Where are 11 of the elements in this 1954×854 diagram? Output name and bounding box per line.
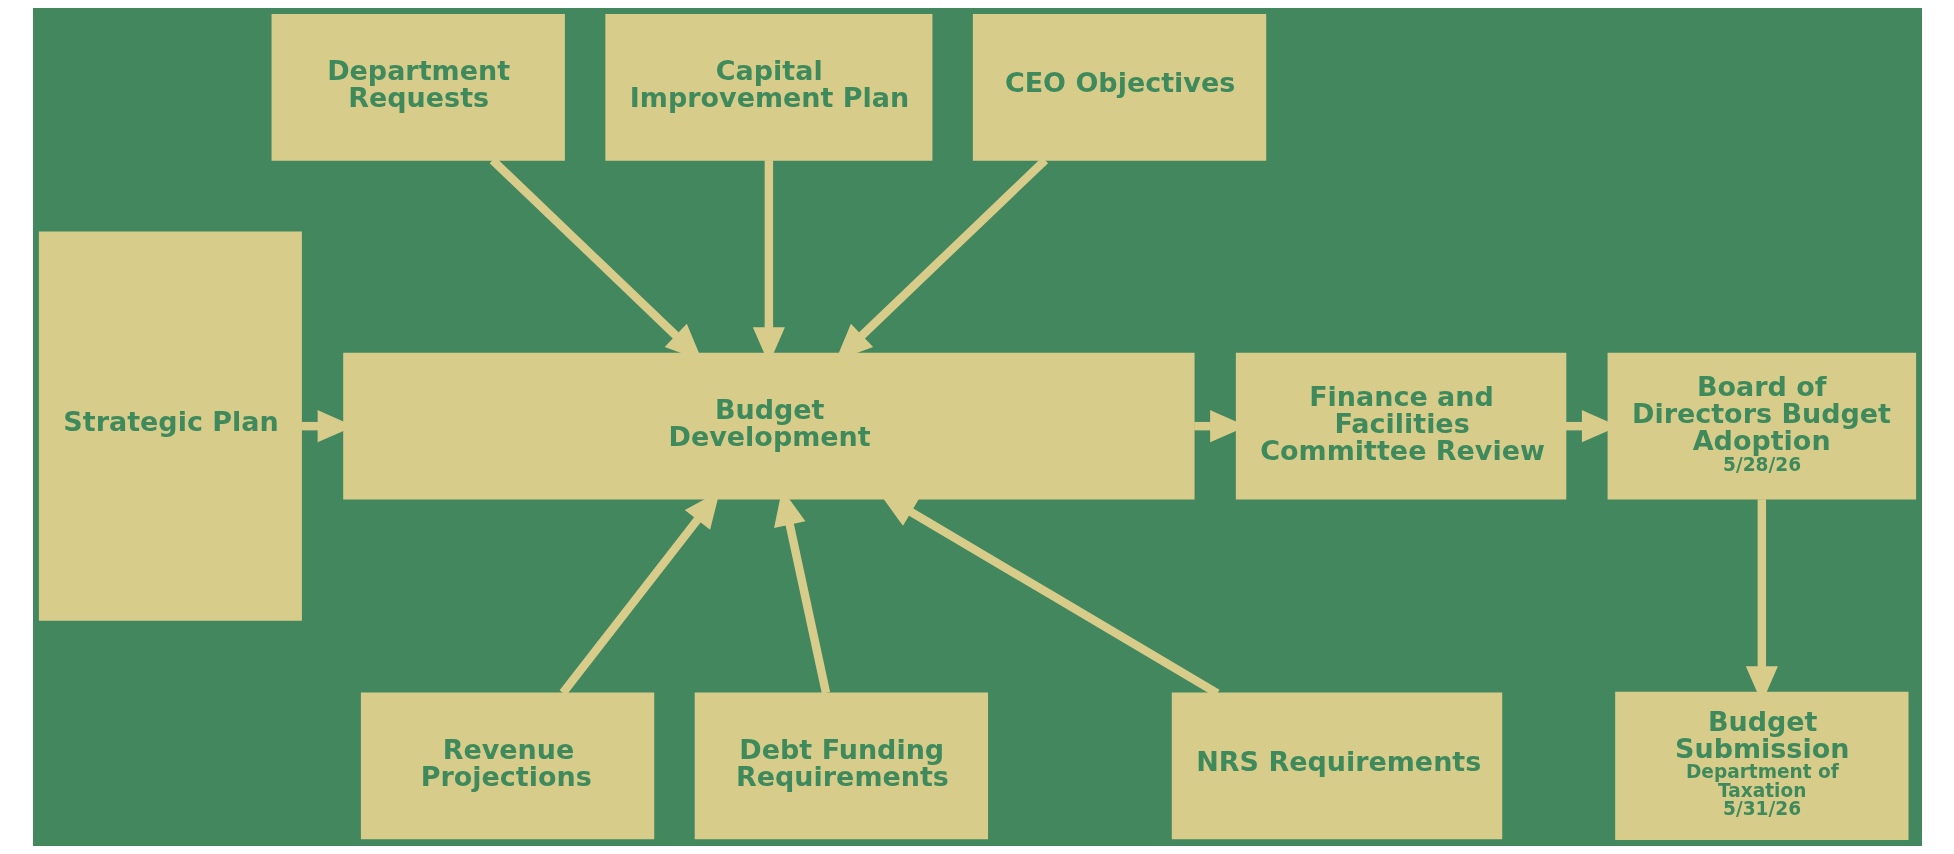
node-box: Capital Improvement Plan [604, 13, 932, 161]
node-box: Budget Submission Department of Taxation 5/31/26 [1614, 691, 1908, 841]
node-box: Revenue Projections [360, 692, 654, 840]
node-box: CEO Objectives [972, 13, 1266, 161]
node-box: Board of Directors Budget Adoption 5/28/26 [1607, 352, 1916, 500]
node-box: Strategic Plan [38, 231, 302, 621]
node-box: Debt Funding Requirements [694, 692, 988, 840]
node-box: NRS Requirements [1171, 692, 1502, 840]
node-box: Finance and Facilities Committee Review [1235, 352, 1566, 500]
node-box: Budget Development [342, 352, 1195, 500]
node-box: Department Requests [271, 13, 565, 161]
